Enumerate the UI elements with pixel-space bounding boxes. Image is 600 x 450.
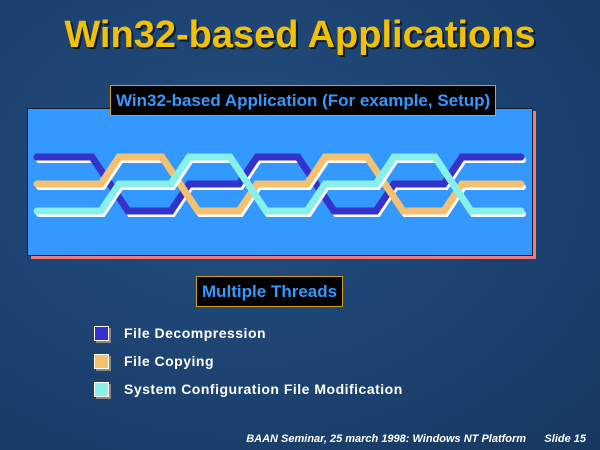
orange-swatch-icon <box>94 353 109 369</box>
legend-label: System Configuration File Modification <box>124 381 403 397</box>
legend-label: File Copying <box>124 353 214 369</box>
thread-line-1 <box>33 153 525 215</box>
legend-label: File Decompression <box>124 325 267 341</box>
threads-label: Multiple Threads <box>196 276 344 307</box>
application-label: Win32-based Application (For example, Se… <box>110 85 497 116</box>
slide-title: Win32-based Applications <box>64 14 536 56</box>
legend-item-copying: File Copying <box>94 351 214 371</box>
legend-item-decompression: File Decompression <box>94 323 266 343</box>
blue-swatch-icon <box>94 325 109 341</box>
footer-text: BAAN Seminar, 25 march 1998: Windows NT … <box>246 433 527 445</box>
legend-item-config: System Configuration File Modification <box>94 379 403 399</box>
slide-number: Slide 15 <box>544 433 586 445</box>
thread-line-0 <box>33 153 525 215</box>
cyan-swatch-icon <box>94 381 109 397</box>
footer: BAAN Seminar, 25 march 1998: Windows NT … <box>246 433 586 445</box>
thread-line-2 <box>33 153 525 215</box>
